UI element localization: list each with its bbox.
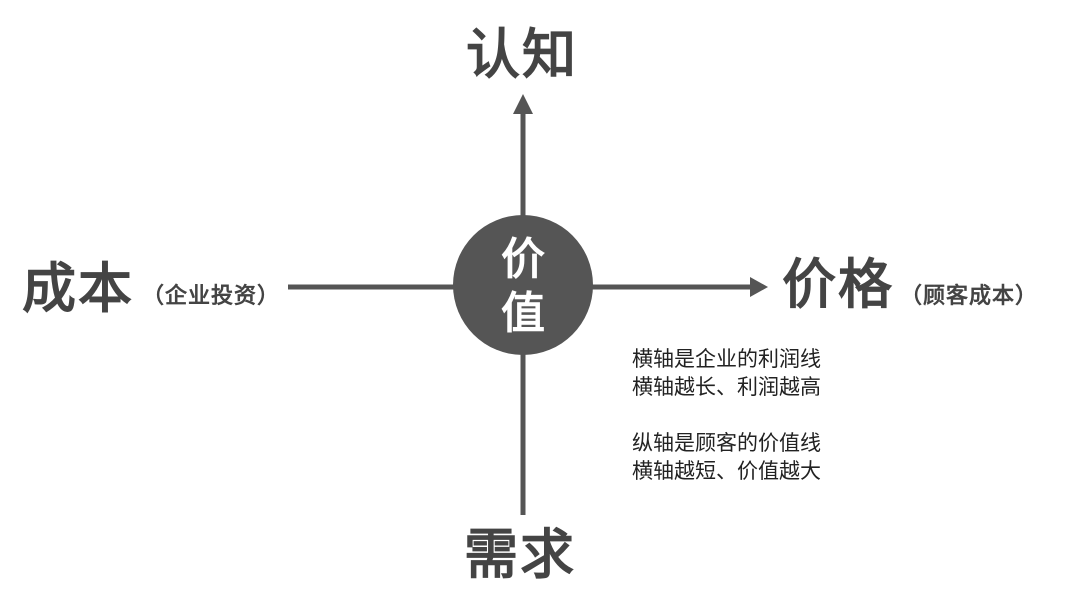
note-line: 横轴越长、利润越高 — [632, 375, 821, 399]
right-arrow-icon — [750, 277, 768, 297]
right-axis-sublabel: （顾客成本） — [900, 284, 1039, 309]
center-circle — [453, 215, 593, 355]
note-line: 横轴是企业的利润线 — [632, 347, 821, 371]
center-label-char-1: 价 — [501, 234, 545, 285]
center-label-char-2: 值 — [501, 288, 545, 339]
bottom-axis-label: 需求 — [464, 523, 576, 586]
note-line: 横轴越短、价值越大 — [632, 459, 821, 483]
left-axis-sublabel: （企业投资） — [142, 284, 281, 309]
note-line: 纵轴是顾客的价值线 — [632, 431, 821, 455]
top-axis-label: 认知 — [466, 23, 578, 86]
up-arrow-icon — [513, 94, 533, 114]
left-axis-label: 成本 — [22, 257, 134, 320]
right-axis-label: 价格 — [782, 253, 894, 316]
